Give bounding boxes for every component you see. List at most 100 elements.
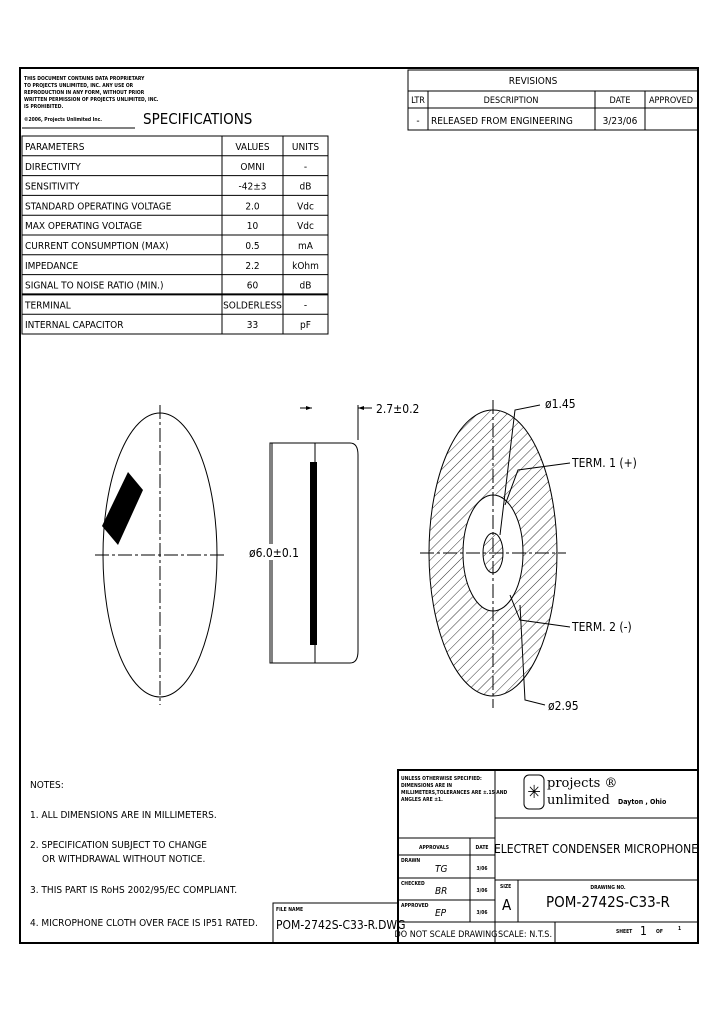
approvals-label: APPROVALS [419,845,449,851]
notice-line: IS PROHIBITED. [24,104,63,110]
sheet-total: 1 [678,926,681,932]
part-title: ELECTRET CONDENSER MICROPHONE [494,842,698,856]
note-item: OR WITHDRAWAL WITHOUT NOTICE. [42,854,205,865]
spec-value: OMNI [240,162,264,173]
of-label: OF [656,929,663,935]
drawing-no-label: DRAWING NO. [590,885,626,891]
notice-line: WRITTEN PERMISSION OF PROJECTS UNLIMITED… [24,97,159,103]
outer-ring-dimension: ø2.95 [548,699,579,713]
spec-value: -42±3 [239,182,267,193]
spec-value: 2.2 [245,261,259,272]
rev-ltr: - [416,116,419,127]
title-block: UNLESS OTHERWISE SPECIFIED: DIMENSIONS A… [395,769,699,944]
size-label: SIZE [500,884,511,890]
rear-view: ø1.45 TERM. 1 (+) TERM. 2 (-) ø2.95 [420,397,637,713]
spec-unit: mA [298,241,314,252]
spec-value: 2.0 [245,201,260,212]
spec-unit: - [304,300,307,311]
logo-star-icon: ✳ [527,782,541,803]
note-item: 2. SPECIFICATION SUBJECT TO CHANGE [30,840,207,851]
drawn-label: DRAWN [401,858,420,864]
date-label: DATE [476,845,489,851]
sheet-number: 1 [640,924,647,938]
spec-parameter: SIGNAL TO NOISE RATIO (MIN.) [25,281,164,292]
tolerance-line: ANGLES ARE ±1. [401,797,443,803]
file-label: FILE NAME [276,907,303,913]
checked-initials: BR [435,886,447,897]
notice-line: THIS DOCUMENT CONTAINS DATA PROPRIETARY [24,76,145,82]
spec-value: 33 [247,320,258,331]
sheet-label: SHEET [616,929,633,935]
approved-date: 3/06 [476,910,487,916]
spec-parameter: SENSITIVITY [25,182,80,193]
rev-date: 3/23/06 [603,116,638,127]
rev-header-approved: APPROVED [649,96,693,106]
note-item: 1. ALL DIMENSIONS ARE IN MILLIMETERS. [30,810,217,821]
copyright: ©2006, Projects Unlimited Inc. [24,117,102,123]
spec-value: SOLDERLESS [223,300,282,311]
revisions-title: REVISIONS [509,76,558,87]
rev-header-date: DATE [610,96,631,106]
spec-parameter: DIRECTIVITY [25,162,81,173]
spec-unit: - [304,162,307,173]
proprietary-notice: THIS DOCUMENT CONTAINS DATA PROPRIETARY … [22,76,159,129]
drawn-initials: TG [435,864,447,875]
company-logo: ✳ projects ® unlimited [523,774,617,810]
size-value: A [502,896,512,914]
spec-parameter: CURRENT CONSUMPTION (MAX) [25,241,169,252]
file-name: POM-2742S-C33-R.DWG [276,918,405,932]
spec-header-value: VALUES [235,142,269,153]
spec-value: 10 [247,221,259,232]
spec-unit: pF [300,320,311,331]
page-title: SPECIFICATIONS [143,110,252,128]
inner-hole-dimension: ø1.45 [545,397,576,411]
rev-header-ltr: LTR [411,96,425,106]
note-item: 4. MICROPHONE CLOTH OVER FACE IS IP51 RA… [30,918,258,929]
approved-label: APPROVED [401,903,429,909]
side-view: 2.7±0.2 ø6.0±0.1 [246,402,419,664]
spec-parameter: IMPEDANCE [25,261,78,272]
notice-line: REPRODUCTION IN ANY FORM, WITHOUT PRIOR [24,90,145,96]
spec-table: PARAMETERS VALUES UNITS DIRECTIVITY OMNI - SEN… [21,135,329,335]
diameter-dimension: ø6.0±0.1 [249,546,299,560]
drawn-date: 3/06 [476,866,487,872]
tolerance-line: MILLIMETERS,TOLERANCES ARE ±.15 AND [401,790,508,796]
notes-title: NOTES: [30,780,64,791]
approved-initials: EP [435,908,447,919]
front-view [95,405,226,705]
rev-description: RELEASED FROM ENGINEERING [431,116,573,127]
revisions-table: REVISIONS LTR DESCRIPTION DATE APPROVED … [407,69,699,131]
file-name-box: FILE NAME POM-2742S-C33-R.DWG [272,902,405,944]
term1-label: TERM. 1 (+) [571,456,637,470]
spec-parameter: STANDARD OPERATING VOLTAGE [25,201,172,212]
rev-header-description: DESCRIPTION [484,96,539,106]
terminal-pad [102,472,143,545]
spec-value: 0.5 [245,241,259,252]
spec-header-unit: UNITS [292,142,319,153]
scale: SCALE: N.T.S. [498,930,552,940]
company-name: unlimited [547,793,610,808]
spec-header-parameter: PARAMETERS [25,142,85,153]
spec-unit: Vdc [297,221,314,232]
spec-parameter: MAX OPERATING VOLTAGE [25,221,142,232]
term2-label: TERM. 2 (-) [571,620,632,634]
checked-date: 3/06 [476,888,487,894]
drawing-no: POM-2742S-C33-R [546,893,670,911]
notes: NOTES: 1. ALL DIMENSIONS ARE IN MILLIMET… [30,780,258,929]
spec-parameter: INTERNAL CAPACITOR [25,320,124,331]
no-scale-note: DO NOT SCALE DRAWING [395,930,498,940]
note-item: 3. THIS PART IS RoHS 2002/95/EC COMPLIAN… [30,885,237,896]
company-location: Dayton , Ohio [618,798,667,806]
thickness-dimension: 2.7±0.2 [376,402,419,416]
company-name: projects ® [547,776,617,791]
spec-value: 60 [247,281,259,292]
spec-unit: kOhm [292,261,319,272]
tolerance-line: DIMENSIONS ARE IN [401,783,452,789]
tolerance-line: UNLESS OTHERWISE SPECIFIED: [401,776,482,782]
spec-parameter: TERMINAL [24,300,71,311]
notice-line: TO PROJECTS UNLIMITED, INC. ANY USE OR [24,83,134,89]
checked-label: CHECKED [401,881,425,887]
spec-unit: Vdc [297,201,314,212]
spec-unit: dB [300,281,312,292]
